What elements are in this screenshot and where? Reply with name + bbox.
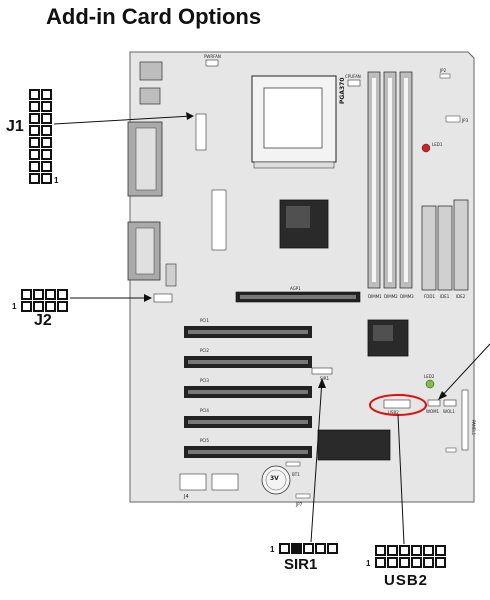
sir1-label: SIR1 [284, 556, 318, 573]
led1 [421, 143, 431, 153]
fdd-label: FDD1 [424, 294, 435, 299]
pci1-label: PCI1 [200, 318, 209, 323]
super-io-chip [317, 429, 391, 461]
ide2-connector [453, 199, 469, 291]
pci-slot-2-inner [188, 360, 308, 364]
pci4-label: PCI4 [200, 408, 209, 413]
pci3-label: PCI3 [200, 378, 209, 383]
j1-label: J1 [6, 118, 24, 135]
dimm3-label: DIMM3 [400, 294, 414, 299]
wom-label: WOM1 [426, 409, 440, 414]
panel-label: PANEL1 [471, 420, 476, 436]
pci-slot-1-inner [188, 330, 308, 334]
led1-label: LED1 [432, 142, 443, 147]
usb2-callout-line [397, 414, 405, 545]
j4-label: J4 [183, 494, 189, 500]
jp3-jumper [445, 115, 461, 123]
serial-port-inner [135, 227, 155, 275]
northbridge-highlight [286, 206, 310, 228]
sir1-header-board [311, 367, 333, 375]
wom-header [427, 399, 441, 407]
cpu-socket-lever [253, 161, 335, 169]
parallel-port-inner [135, 127, 157, 191]
battery-inner [265, 469, 287, 491]
pci2-label: PCI2 [200, 348, 209, 353]
j1-callout-line [53, 115, 193, 125]
pwrfan-label: PWRFAN [204, 54, 221, 59]
ide1-label: IDE1 [440, 294, 450, 299]
j1-header-board [195, 113, 207, 151]
sir1-pin1-marker: 1 [270, 545, 275, 554]
right-callout-arrowhead [438, 391, 447, 400]
jp3-label: JP3 [461, 118, 469, 123]
j2-pin1-marker: 1 [12, 302, 17, 311]
j1-connector-enlarged [29, 89, 52, 184]
led2-label: LED2 [424, 374, 435, 379]
bt1-label: BT1 [292, 472, 300, 477]
right-callout-line [439, 343, 490, 399]
usb2-connector-enlarged [375, 545, 446, 568]
dimm-slot-2-inner [388, 78, 392, 282]
pci-slot-3-inner [188, 390, 308, 394]
usb2-pin1-marker: 1 [366, 559, 371, 568]
small-header [165, 263, 177, 287]
pci5-label: PCI5 [200, 438, 209, 443]
battery-label: 3V [270, 475, 279, 482]
dimm2-label: DIMM2 [384, 294, 398, 299]
dimm-slot-1-inner [372, 78, 376, 282]
j1-callout-arrowhead [186, 112, 194, 120]
panel-header [461, 389, 469, 451]
jp6-jumper [445, 447, 457, 453]
sir1-connector-enlarged [279, 543, 338, 554]
j4-bottom-header-2 [211, 473, 239, 491]
fdd-connector [421, 205, 437, 291]
io-block [139, 61, 163, 81]
led2 [425, 379, 435, 389]
agp-label: AGP1 [290, 286, 301, 291]
j2-header-board [153, 293, 173, 303]
jp2-label: JP2 [439, 68, 447, 73]
sir1-callout-line [310, 379, 323, 543]
pci-slot-4-inner [188, 420, 308, 424]
dimm1-label: DIMM1 [368, 294, 382, 299]
page-title: Add-in Card Options [46, 4, 262, 29]
jp7-label: JP7 [295, 502, 303, 507]
jp2-jumper [439, 73, 451, 79]
dimm-slot-3-inner [404, 78, 408, 282]
wol-header [443, 399, 457, 407]
agp-slot-inner [240, 295, 356, 299]
ide1-connector [437, 205, 453, 291]
cpu-socket-label: PGA370 [339, 78, 346, 105]
pci-slot-5-inner [188, 450, 308, 454]
j2-label: J2 [34, 312, 52, 329]
j4-header-board [211, 189, 227, 251]
ide2-label: IDE2 [456, 294, 466, 299]
io-block [139, 87, 161, 105]
pwrfan-header [205, 59, 219, 67]
cpufan-label: CPUFAN [345, 74, 361, 79]
sir1-board-label: SIR1 [320, 376, 329, 381]
pci-slots [184, 326, 312, 458]
j1-pin1-marker: 1 [54, 176, 59, 185]
jp5-jumper [285, 461, 301, 467]
cpu-socket-inner [263, 87, 323, 149]
j4-bottom-header [179, 473, 207, 491]
southbridge-highlight [373, 325, 393, 341]
sir1-callout-arrowhead [318, 378, 326, 388]
usb2-header-board [383, 399, 411, 409]
j2-connector-enlarged [21, 289, 68, 312]
usb2-label: USB2 [384, 572, 429, 589]
wol-label: WOL1 [443, 409, 455, 414]
usb2-board-label: USB2 [388, 410, 399, 415]
cpufan-header [347, 79, 361, 87]
jp7-jumper [295, 493, 311, 499]
sir1-pin-filled [291, 543, 302, 554]
j2-callout-arrowhead [144, 294, 152, 302]
